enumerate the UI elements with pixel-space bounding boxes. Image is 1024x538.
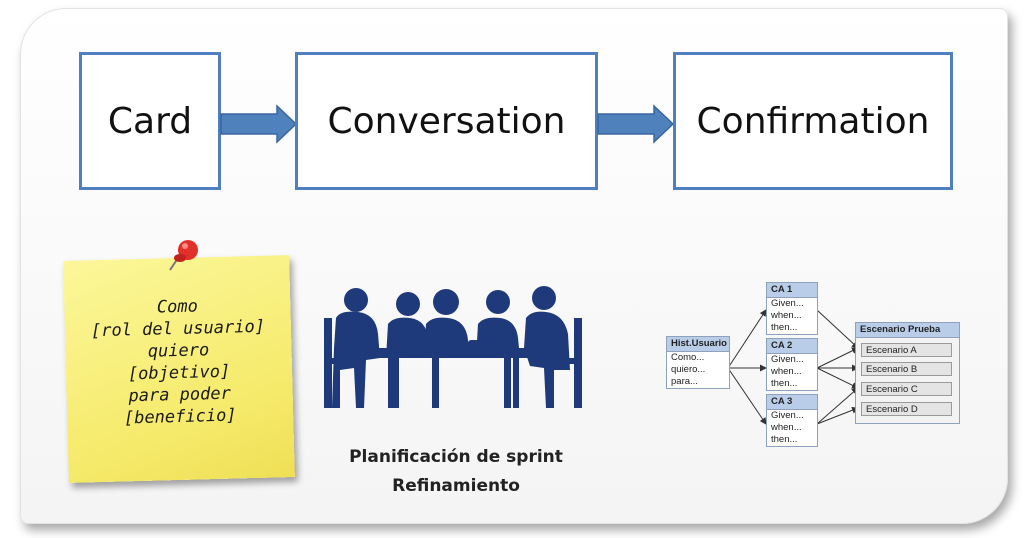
criteria-row: then...	[771, 378, 798, 389]
test-scenarios-title: Escenario Prueba	[856, 323, 959, 338]
user-story-row: Como...	[671, 352, 705, 363]
criteria-row: Given...	[771, 298, 804, 309]
meeting-caption-line-1: Planificación de sprint	[349, 447, 563, 467]
push-pin-icon	[169, 240, 198, 271]
criteria-row: when...	[771, 422, 802, 433]
criteria-row: Given...	[771, 354, 804, 365]
criteria-row: when...	[771, 310, 802, 321]
criteria-row: when...	[771, 366, 802, 377]
criteria-row: then...	[771, 434, 798, 445]
stage-conversation-box: Conversation	[295, 52, 598, 190]
user-story-table: Hist.Usuario Como... quiero... para...	[666, 336, 730, 389]
criteria-title: CA 3	[767, 395, 817, 410]
stage-confirmation-box: Confirmation	[673, 52, 953, 190]
scenario-item: Escenario D	[861, 402, 952, 416]
user-story-row: quiero...	[671, 364, 706, 375]
criteria-row: then...	[771, 322, 798, 333]
stage-conversation-label: Conversation	[327, 100, 566, 142]
stage-card-label: Card	[107, 100, 193, 142]
criteria-row: Given...	[771, 410, 804, 421]
stage-card-box: Card	[79, 52, 221, 190]
criteria-title: CA 2	[767, 339, 817, 354]
criteria-title: CA 1	[767, 283, 817, 298]
user-story-row: para...	[671, 376, 698, 387]
criteria-table-ca3: CA 3 Given... when... then...	[766, 394, 818, 447]
arrow-right-icon	[597, 104, 675, 144]
arrow-right-icon	[220, 104, 298, 144]
scenario-item: Escenario A	[861, 343, 952, 357]
criteria-table-ca1: CA 1 Given... when... then...	[766, 282, 818, 335]
scenario-item: Escenario B	[861, 362, 952, 376]
meeting-caption-line-2: Refinamiento	[392, 476, 520, 496]
test-scenarios-panel: Escenario Prueba Escenario A Escenario B…	[855, 322, 960, 424]
stage-confirmation-label: Confirmation	[696, 100, 930, 142]
scenario-item: Escenario C	[861, 382, 952, 396]
criteria-table-ca2: CA 2 Given... when... then...	[766, 338, 818, 391]
user-story-title: Hist.Usuario	[667, 337, 729, 352]
meeting-silhouette-icon	[324, 286, 582, 408]
